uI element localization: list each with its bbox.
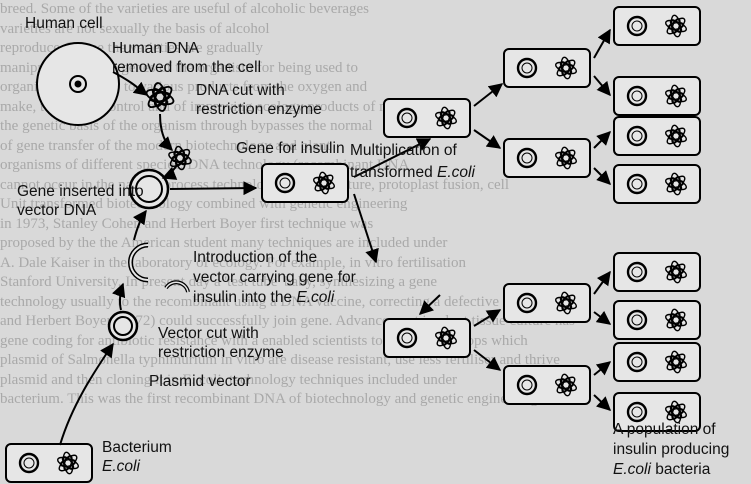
ecoli-population-6 (614, 301, 700, 339)
arrow-vector-to-ecoli (169, 181, 258, 196)
arrow-gen2l-to-gen3d (473, 349, 502, 371)
label-bacterium-ecoli-text: E.coli (102, 458, 140, 475)
ecoli-population-1 (614, 7, 700, 45)
arrow-gen2l-to-gen3c (473, 309, 502, 327)
human-cell (36, 42, 120, 126)
arrow-cutvector-to-recombinant (132, 209, 147, 241)
arrow-gen3d-to-pop7 (593, 361, 612, 376)
ecoli-population-3 (614, 117, 700, 155)
arrow-gen3a-to-pop1 (593, 28, 611, 59)
arrow-gen2u-to-gen3a (473, 83, 504, 107)
arrow-cell-to-dna (112, 71, 149, 96)
arrow-gen2u-to-gen3b (473, 129, 502, 149)
arrow-gen3b-to-pop4 (593, 167, 611, 185)
ecoli-gen3-c (504, 284, 590, 322)
cut-fragment (164, 280, 190, 293)
ecoli-gen2-upper (384, 99, 470, 137)
arrow-gene-into-vector (161, 163, 179, 180)
human-dna-icon (143, 81, 177, 113)
ecoli-gen3-b (504, 139, 590, 177)
label-multiplication-line2: transformed E.coli (350, 163, 475, 182)
label-bacterium: Bacterium (102, 439, 172, 456)
transformed-ecoli-cell (262, 164, 348, 202)
label-bacterium-ecoli: E.coli (102, 457, 140, 476)
arrow-gen3b-to-pop3 (593, 131, 611, 149)
label-human-cell: Human cell (25, 15, 103, 32)
arrow-to-gen2-lower (418, 294, 441, 315)
ecoli-population-2 (614, 77, 700, 115)
label-vector-cut-line1: Vector cut with (158, 325, 259, 342)
label-multiplication-ecoli: E.coli (437, 164, 475, 181)
bacterium-ecoli-cell (6, 444, 92, 482)
label-introduction-line1: Introduction of the (193, 249, 318, 266)
ecoli-gen2-lower (384, 319, 470, 357)
arrow-dna-to-cut (158, 113, 173, 151)
label-introduction-line2: vector carrying gene for (193, 269, 356, 286)
arrow-branch-upper (353, 138, 432, 178)
label-multiplication-prefix: transformed (350, 164, 438, 181)
label-population-suffix: bacteria (650, 461, 711, 478)
arrow-plasmid-to-cutvector (112, 282, 126, 311)
label-population-line3: E.coli bacteria (613, 460, 710, 479)
label-population-line2: insulin producing (613, 441, 730, 458)
label-gene-inserted-line1: Gene inserted into (17, 183, 144, 200)
ecoli-gen3-a (504, 49, 590, 87)
label-multiplication-line1: Multiplication of (350, 142, 457, 159)
plasmid-vector (107, 310, 139, 342)
label-gene-for-insulin: Gene for insulin (236, 140, 345, 157)
label-plasmid-vector: Plasmid vector (149, 373, 251, 390)
recombinant-plasmid (128, 168, 170, 210)
label-population-line1: A population of (613, 421, 716, 438)
cut-vector (128, 242, 149, 283)
ecoli-gen3-d (504, 366, 590, 404)
ecoli-population-7 (614, 343, 700, 381)
label-gene-inserted-line2: vector DNA (17, 202, 97, 219)
arrow-gen3c-to-pop6 (593, 310, 612, 325)
ecoli-population-5 (614, 253, 700, 291)
arrow-bacterium-to-plasmid (59, 342, 114, 446)
arrow-branch-lower (353, 193, 379, 264)
label-human-dna-line1: Human DNA (112, 40, 199, 57)
arrow-gen3d-to-pop8 (593, 394, 612, 411)
label-introduction-ecoli: E.coli (296, 289, 335, 306)
label-population-ecoli: E.coli (613, 461, 651, 478)
label-dna-cut-line1: DNA cut with (196, 82, 285, 99)
arrow-gen3a-to-pop2 (593, 75, 611, 97)
label-vector-cut-line2: restriction enzyme (158, 344, 284, 361)
label-introduction-prefix: insulin into the (193, 289, 297, 306)
label-introduction-line3: insulin into the E.coli (193, 288, 334, 307)
label-human-dna-line2: removed from the cell (112, 59, 262, 76)
ecoli-population-4 (614, 165, 700, 203)
arrow-gen3c-to-pop5 (593, 270, 611, 295)
label-dna-cut-line2: restriction enzyme (196, 101, 322, 118)
